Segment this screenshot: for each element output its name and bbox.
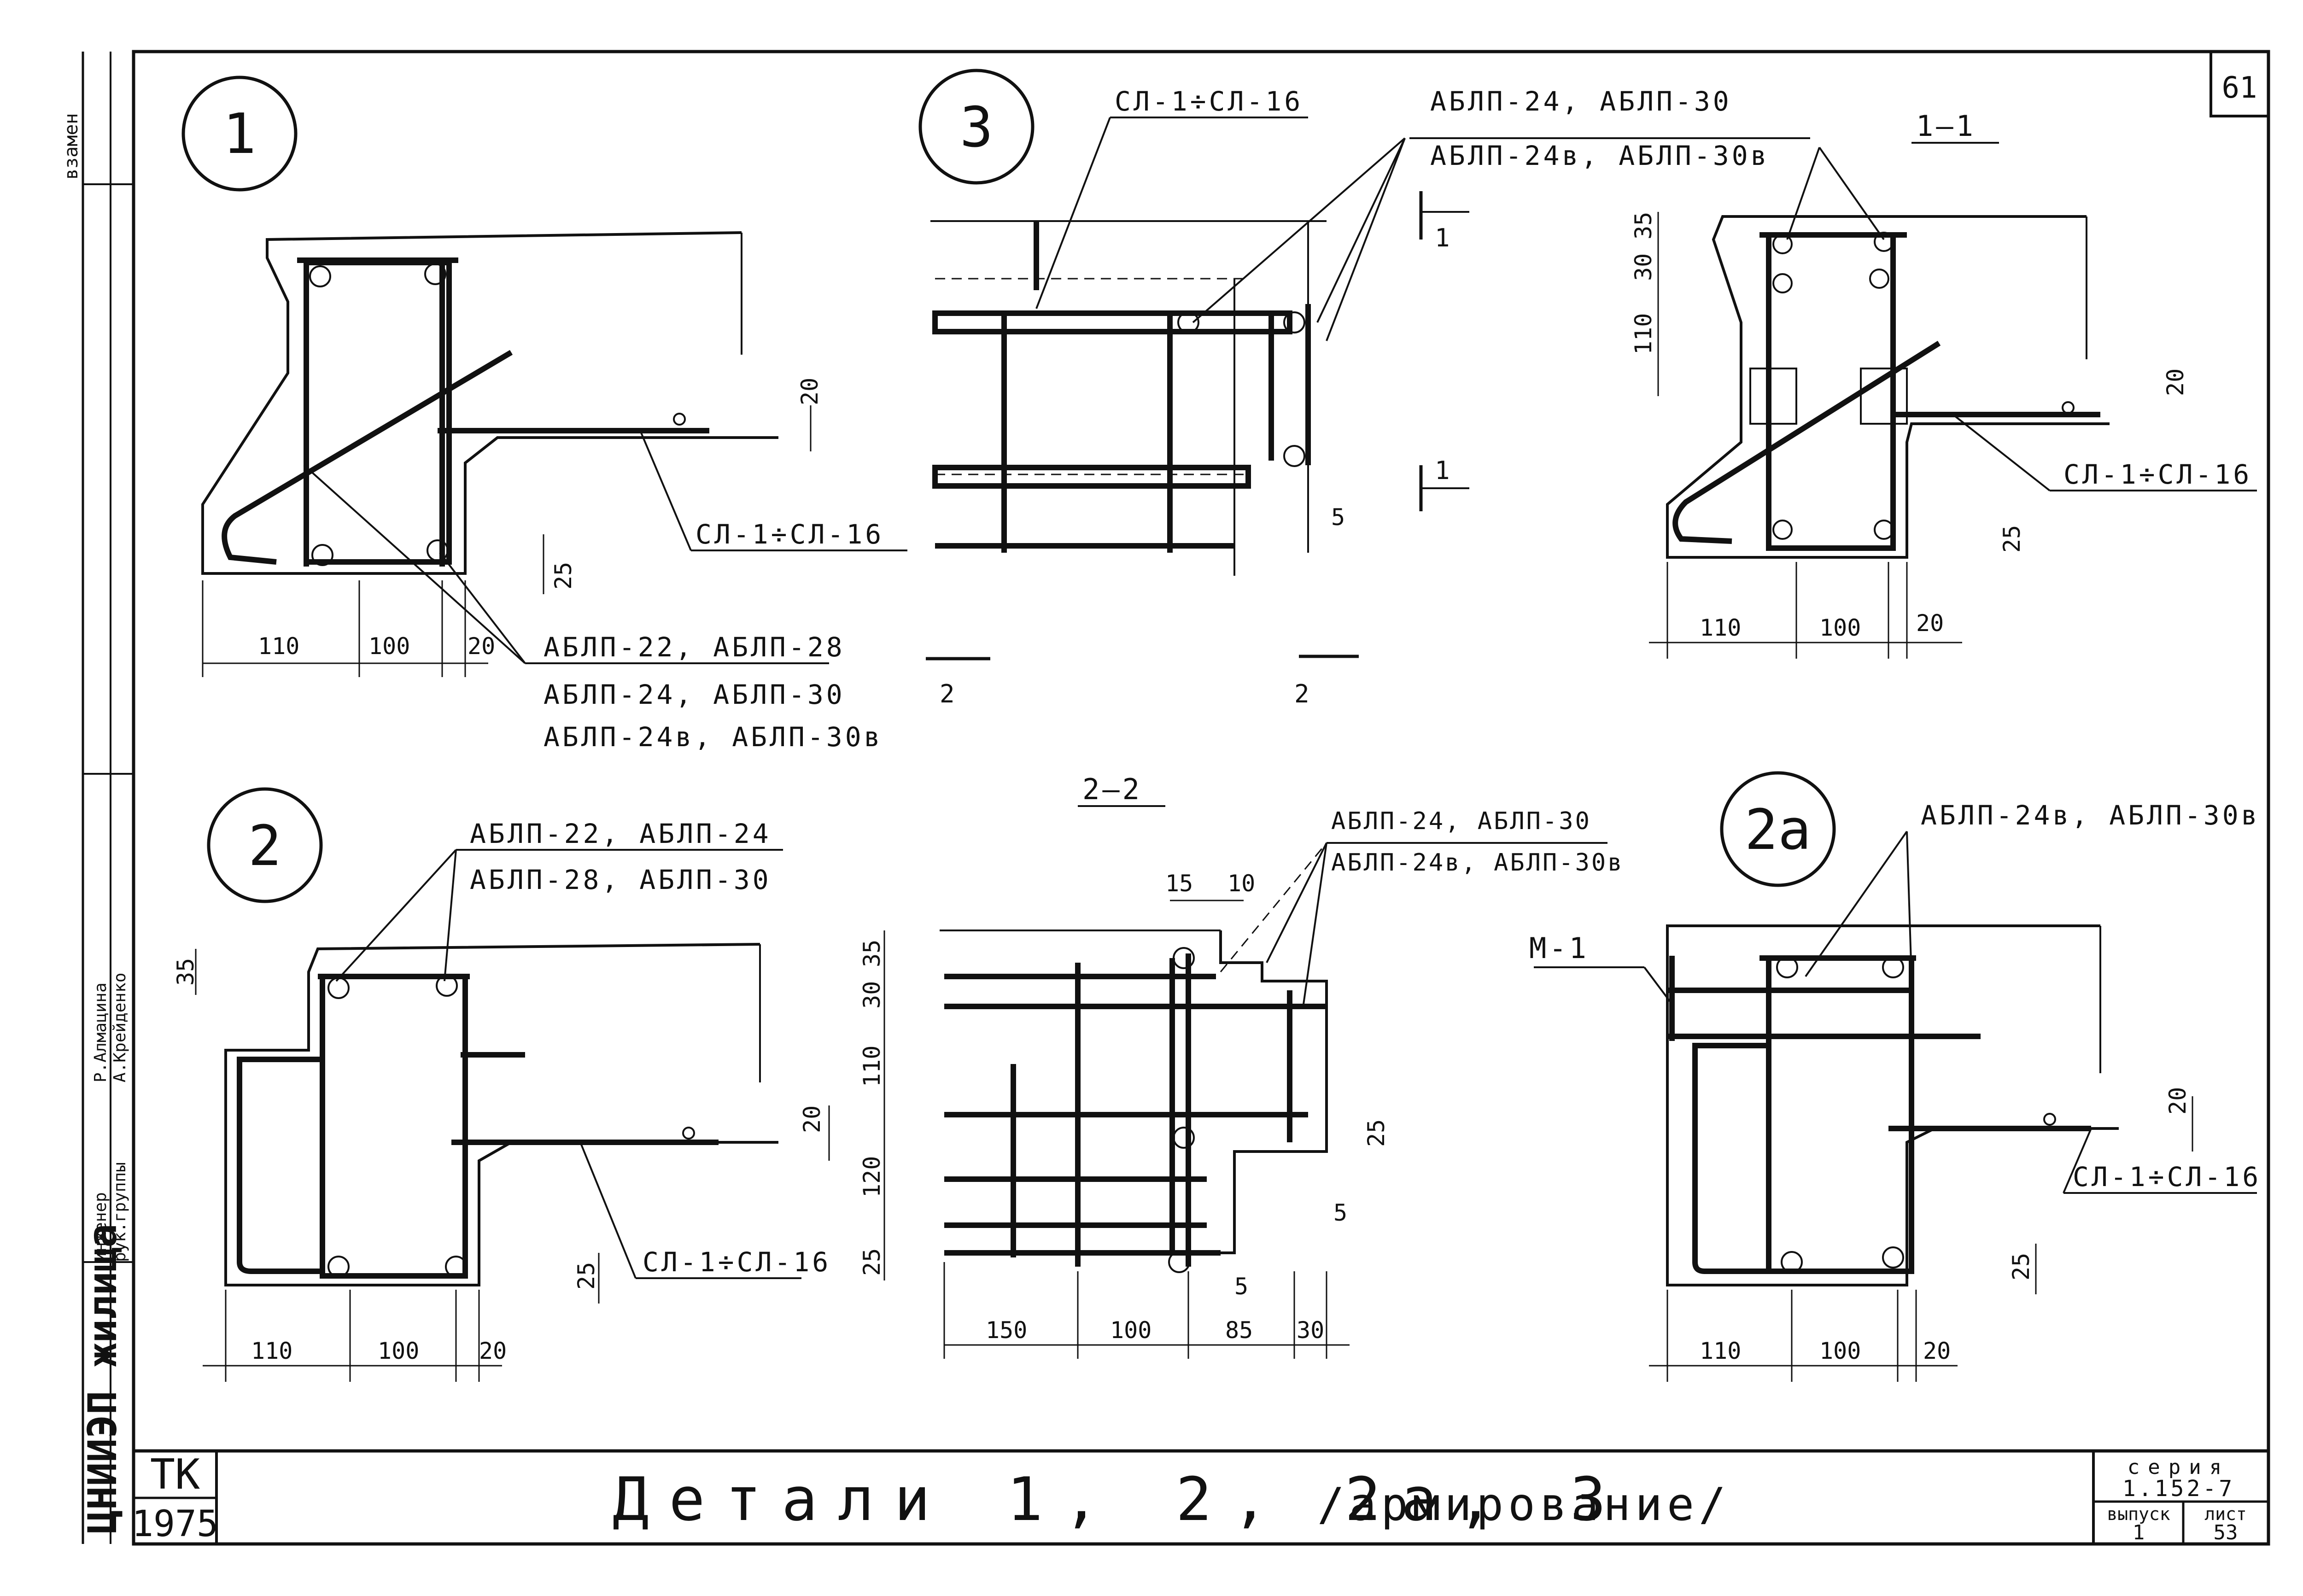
section-1-1: 1—1 СЛ-1÷СЛ-16 110 100 20 35 30 110 20 2…	[1630, 109, 2257, 659]
section-2-2-dim-5a: 5	[1333, 1199, 1347, 1226]
detail-2-sl-label: СЛ-1÷СЛ-16	[643, 1246, 831, 1278]
doc-year: 1975	[132, 1503, 218, 1545]
section-2-2-dim-10: 10	[1227, 870, 1255, 897]
detail-3-dim-5: 5	[1331, 504, 1345, 531]
section-1-1-dim-110: 110	[1700, 614, 1741, 641]
sheet-value: 53	[2214, 1521, 2238, 1544]
detail-2: 2 АБЛП-22, АБЛП-24 АБЛП-28, АБЛП-30 СЛ-1…	[172, 787, 831, 1382]
detail-3-cut-2a: 2	[940, 679, 955, 708]
detail-2-ablp-line-1: АБЛП-22, АБЛП-24	[470, 818, 772, 849]
doc-code: ТК	[150, 1450, 200, 1499]
detail-2-dim-35: 35	[172, 958, 199, 986]
detail-3-ablp-line-2: АБЛП-24в, АБЛП-30в	[1430, 140, 1770, 171]
detail-2-bubble	[207, 787, 323, 903]
section-2-2-dim-5b: 5	[1234, 1273, 1248, 1300]
sheet-label: лист	[2204, 1504, 2247, 1524]
detail-2-dim-110: 110	[251, 1338, 292, 1364]
series-value: 1.152-7	[2122, 1476, 2235, 1502]
detail-1-ablp-line-3: АБЛП-24в, АБЛП-30в	[544, 721, 883, 753]
side-name2: А.Крейденко	[111, 973, 129, 1082]
detail-1-ablp-line-1: АБЛП-22, АБЛП-28	[544, 631, 845, 663]
section-2-2: 2—2 АБЛП-24, АБЛП-30 АБЛП-24в, АБЛП-30в …	[859, 772, 1624, 1359]
section-1-1-sl-label: СЛ-1÷СЛ-16	[2063, 459, 2252, 490]
detail-3-bubble	[918, 69, 1035, 185]
detail-2a-dim-100: 100	[1819, 1338, 1861, 1364]
section-2-2-dim-30v: 30	[859, 981, 885, 1009]
detail-3-bubble-text: 3	[960, 96, 993, 160]
detail-2a: 2а АБЛП-24в, АБЛП-30в М-1 СЛ-1÷СЛ-16 110…	[1529, 771, 2261, 1382]
section-1-1-dim-100: 100	[1819, 614, 1861, 641]
detail-2-ablp-line-2: АБЛП-28, АБЛП-30	[470, 864, 772, 895]
section-1-1-dim-20: 20	[1916, 610, 1944, 637]
section-1-1-dim-25: 25	[1999, 525, 2025, 553]
detail-1-bubble-text: 1	[223, 102, 256, 166]
detail-3-sl-label: СЛ-1÷СЛ-16	[1115, 86, 1303, 117]
detail-2-dim-25: 25	[573, 1262, 600, 1290]
detail-3: 3 СЛ-1÷СЛ-16 АБЛП-24, АБЛП-30 АБЛП-24в, …	[918, 69, 1810, 708]
section-2-2-dim-35: 35	[859, 940, 885, 967]
detail-1-dim-100: 100	[368, 633, 410, 660]
detail-3-ablp-line-1: АБЛП-24, АБЛП-30	[1430, 86, 1732, 117]
detail-2-dim-20v: 20	[799, 1105, 825, 1133]
side-top-fragment: взамен	[61, 113, 82, 180]
detail-2a-bubble-text: 2а	[1745, 798, 1812, 862]
section-2-2-dim-100: 100	[1110, 1317, 1152, 1344]
sheet-number: 61	[2221, 71, 2257, 105]
detail-3-cut-2b: 2	[1294, 679, 1309, 708]
issue-value: 1	[2133, 1521, 2145, 1544]
drawing-title: Детали 1, 2, 2а, 3	[613, 1464, 1626, 1534]
drawing-title-suffix: /армирование/	[1317, 1479, 1730, 1531]
detail-2-dim-20: 20	[479, 1338, 507, 1364]
section-1-1-dim-35: 35	[1630, 212, 1657, 240]
detail-1-bubble	[181, 76, 298, 192]
detail-2a-bubble	[1720, 771, 1836, 887]
detail-2a-dim-20: 20	[1923, 1338, 1951, 1364]
section-2-2-dim-25a: 25	[859, 1248, 885, 1276]
side-name1: Р.Алмацина	[91, 982, 110, 1082]
section-1-1-dim-20v: 20	[2162, 368, 2189, 396]
detail-1-dim-20: 20	[468, 633, 495, 660]
detail-1-dim-110: 110	[258, 633, 299, 660]
detail-2-dim-100: 100	[378, 1338, 419, 1364]
section-2-2-ablp-line-1: АБЛП-24, АБЛП-30	[1331, 807, 1591, 835]
series-label: серия	[2128, 1456, 2230, 1479]
detail-2a-m-label: М-1	[1529, 931, 1589, 965]
side-org: ЦНИИЭП жилища	[80, 1224, 126, 1534]
detail-1: 1 СЛ-1÷СЛ-16 АБЛП-22, АБЛП-28 АБЛП-24, А…	[181, 76, 907, 753]
issue-label: выпуск	[2107, 1504, 2170, 1524]
detail-2a-sl-label: СЛ-1÷СЛ-16	[2073, 1161, 2261, 1193]
detail-2a-dim-20v: 20	[2164, 1087, 2191, 1115]
side-role2: инженер	[91, 1192, 110, 1262]
section-2-2-title: 2—2	[1082, 772, 1142, 806]
detail-2a-dim-25: 25	[2008, 1253, 2034, 1280]
detail-2a-dim-110: 110	[1700, 1338, 1741, 1364]
detail-1-sl-label: СЛ-1÷СЛ-16	[696, 519, 884, 550]
sheet-frame: 61	[82, 50, 2270, 1546]
section-2-2-dim-150: 150	[986, 1317, 1027, 1344]
section-1-1-title: 1—1	[1916, 109, 1976, 143]
section-2-2-ablp-line-2: АБЛП-24в, АБЛП-30в	[1331, 849, 1624, 877]
sheet-number-box	[2209, 50, 2270, 117]
detail-2a-ablp-label: АБЛП-24в, АБЛП-30в	[1921, 800, 2260, 831]
detail-1-dim-20v: 20	[796, 378, 823, 405]
side-role1: рук.группы	[111, 1162, 129, 1262]
detail-1-ablp-line-2: АБЛП-24, АБЛП-30	[544, 679, 845, 710]
section-1-1-dim-110v: 110	[1630, 313, 1657, 355]
section-1-1-dim-30: 30	[1630, 253, 1657, 281]
section-2-2-dim-15: 15	[1165, 870, 1193, 897]
section-2-2-dim-30: 30	[1297, 1317, 1324, 1344]
detail-3-cut-1b: 1	[1435, 456, 1450, 485]
section-2-2-dim-110: 110	[859, 1046, 885, 1087]
section-2-2-dim-120: 120	[859, 1156, 885, 1198]
detail-3-cut-1a: 1	[1435, 223, 1450, 252]
section-2-2-dim-85: 85	[1225, 1317, 1253, 1344]
detail-1-dim-25: 25	[550, 562, 577, 590]
detail-2-bubble-text: 2	[248, 814, 281, 878]
section-2-2-dim-25b: 25	[1363, 1119, 1390, 1147]
side-stamp: взамен рук.группы инженер Р.Алмацина А.К…	[61, 113, 129, 1534]
title-block: ТК 1975 Детали 1, 2, 2а, 3 /армирование/…	[132, 1449, 2268, 1545]
